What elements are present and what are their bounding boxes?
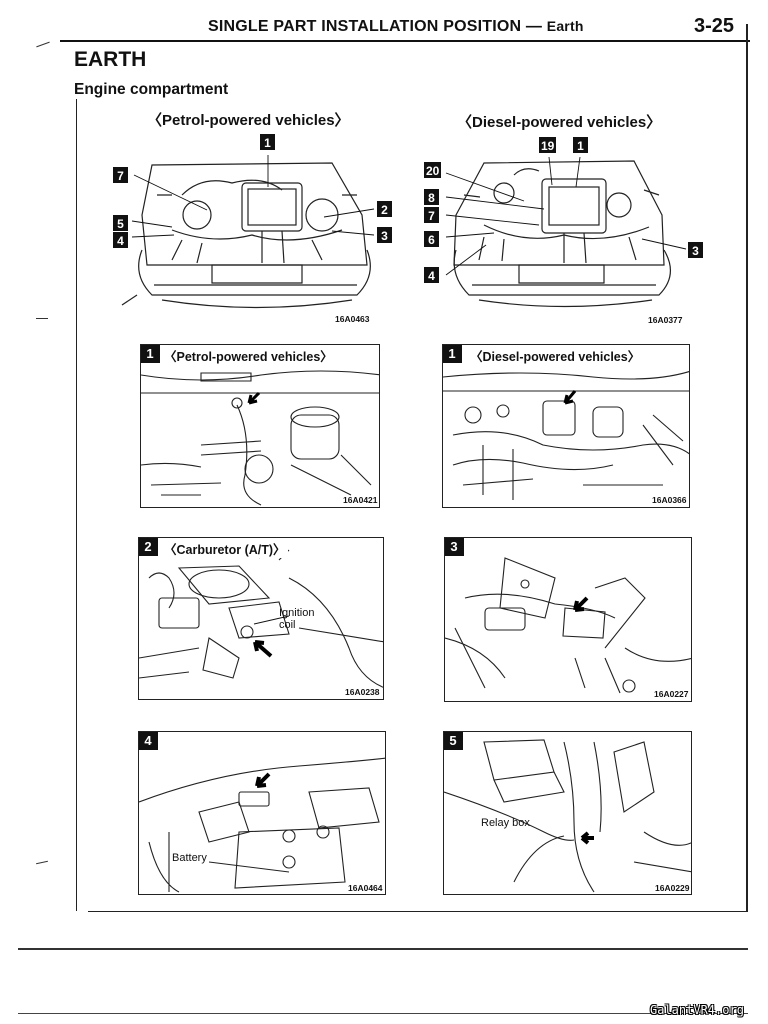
section-subtitle: Engine compartment	[74, 81, 229, 98]
callout-line: Ignition	[279, 607, 315, 619]
panel-drawing	[141, 370, 379, 506]
relay-box-callout: Relay box	[481, 817, 530, 829]
figure-code: 16A0377	[648, 315, 683, 325]
panel-number-badge: 5	[444, 732, 463, 750]
panel-title: 〈Carburetor (A/T)〉	[162, 539, 288, 558]
panel-drawing	[443, 370, 689, 500]
marker-4: 4	[424, 267, 439, 283]
marker-5: 5	[113, 215, 128, 231]
header-title-main: SINGLE PART INSTALLATION POSITION	[208, 18, 522, 35]
margin-mark	[36, 860, 48, 865]
figure-code: 16A0463	[335, 314, 370, 324]
panel-drawing	[139, 757, 385, 893]
marker-8: 8	[424, 189, 439, 205]
diesel-overview-label: 〈Diesel-powered vehicles〉	[457, 114, 662, 131]
header-title: SINGLE PART INSTALLATION POSITION — Eart…	[208, 18, 584, 36]
marker-19: 19	[539, 137, 557, 153]
diesel-engine-drawing	[445, 156, 687, 308]
panel-drawing	[445, 557, 691, 694]
petrol-engine-drawing	[121, 155, 375, 309]
panel-drawing	[444, 739, 691, 893]
marker-20: 20	[424, 162, 442, 178]
margin-mark	[36, 41, 50, 48]
frame-right-rule	[746, 24, 748, 912]
detail-panel-relay-box: 5 Relay box 16A0229	[443, 731, 692, 895]
marker-6: 6	[424, 231, 439, 247]
panel-number-badge: 1	[141, 345, 160, 363]
detail-panel-3: 3 16A0227	[444, 537, 692, 702]
figure-code: 16A0238	[345, 687, 380, 697]
bottom-rule-thin	[18, 1013, 748, 1014]
bottom-rule	[18, 948, 748, 950]
figure-code: 16A0229	[655, 883, 690, 893]
ignition-coil-callout: Ignition coil	[279, 607, 314, 631]
callout-line: coil	[279, 619, 296, 631]
frame-left-rule	[76, 99, 77, 911]
panel-drawing	[139, 547, 383, 688]
panel-number-badge: 4	[139, 732, 158, 750]
marker-2: 2	[377, 201, 392, 217]
figure-code: 16A0421	[343, 495, 378, 505]
panel-number-badge: 1	[443, 345, 462, 363]
header-title-dash: —	[525, 18, 543, 35]
header-rule	[60, 40, 750, 42]
petrol-overview-label: 〈Petrol-powered vehicles〉	[147, 112, 350, 129]
margin-mark	[36, 318, 48, 319]
figure-code: 16A0464	[348, 883, 383, 893]
diesel-engine-overview	[424, 135, 714, 327]
panel-title: 〈Diesel-powered vehicles〉	[468, 346, 643, 365]
figure-code: 16A0227	[654, 689, 689, 699]
marker-7: 7	[424, 207, 439, 223]
detail-panel-carburetor: 2 〈Carburetor (A/T)〉 Ignition coil 16A02…	[138, 537, 384, 700]
section-title: EARTH	[74, 48, 147, 71]
battery-callout: Battery	[172, 852, 207, 864]
detail-panel-battery: 4 Battery 16A0464	[138, 731, 386, 895]
header-title-sub: Earth	[546, 18, 584, 34]
panel-number-badge: 2	[139, 538, 158, 556]
detail-panel-petrol: 1 〈Petrol-powered vehicles〉 16A0421	[140, 344, 380, 508]
frame-bottom-rule	[88, 911, 748, 912]
marker-7: 7	[113, 167, 128, 183]
petrol-engine-overview	[112, 135, 402, 327]
figure-code: 16A0366	[652, 495, 687, 505]
marker-3: 3	[377, 227, 392, 243]
panel-number-badge: 3	[445, 538, 464, 556]
page-number: 3-25	[694, 15, 735, 37]
marker-1: 1	[573, 137, 588, 153]
detail-panel-diesel: 1 〈Diesel-powered vehicles〉 16A0366	[442, 344, 690, 508]
watermark: GalantVR4.org	[650, 1003, 744, 1017]
marker-1: 1	[260, 134, 275, 150]
marker-4: 4	[113, 232, 128, 248]
panel-title: 〈Petrol-powered vehicles〉	[162, 346, 335, 365]
marker-3: 3	[688, 242, 703, 258]
